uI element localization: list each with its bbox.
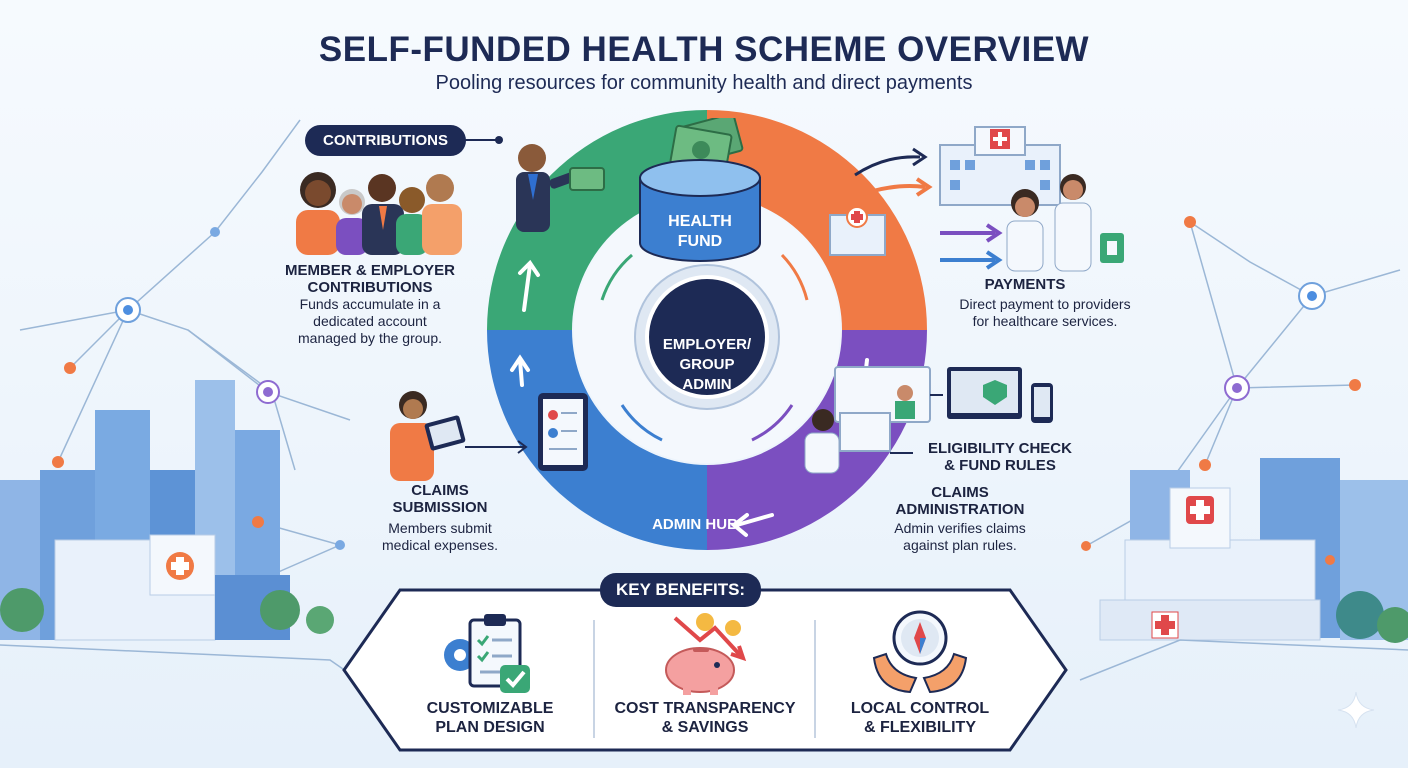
benefit-customizable-label: CUSTOMIZABLE PLAN DESIGN (426, 700, 554, 736)
businessman-icon (516, 144, 605, 232)
compass-hands-icon (872, 610, 968, 694)
claims-submission-description: Members submit medical expenses. (360, 520, 520, 554)
center-label-line1: EMPLOYER/ (662, 336, 752, 353)
center-admin-label: EMPLOYER/ GROUP ADMIN (647, 335, 767, 395)
claims-admin-desc-line1: Admin verifies claims (894, 520, 1026, 536)
left-buildings (0, 380, 334, 641)
eligibility-title-line2: & FUND RULES (944, 457, 1056, 474)
fund-label-line1: HEALTH (668, 213, 732, 230)
page-title: SELF-FUNDED HEALTH SCHEME OVERVIEW (318, 30, 1090, 69)
payments-desc-line1: Direct payment to providers (959, 296, 1131, 312)
ring-segment-claims (487, 330, 707, 550)
admin-hub-label: ADMIN HUB (652, 516, 738, 533)
health-fund-label: HEALTH FUND (640, 212, 760, 252)
claims-submission-title: CLAIMS SUBMISSION (370, 482, 510, 516)
claims-admin-description: Admin verifies claims against plan rules… (870, 520, 1050, 554)
claims-admin-title: CLAIMS ADMINISTRATION (880, 484, 1040, 518)
claims-submission-title-line2: SUBMISSION (392, 499, 488, 516)
eligibility-title-line1: ELIGIBILITY CHECK (928, 440, 1072, 457)
contributions-description: Funds accumulate in a dedicated account … (270, 296, 470, 347)
benefit-local-control-label: LOCAL CONTROL & FLEXIBILITY (850, 700, 990, 736)
contributions-connector (465, 136, 503, 144)
claims-admin-desc-line2: against plan rules. (903, 537, 1017, 553)
health-fund-drum-icon (639, 118, 761, 262)
contributions-title: MEMBER & EMPLOYER CONTRIBUTIONS (270, 262, 470, 296)
providers-illustration (829, 126, 1124, 272)
eligibility-title: ELIGIBILITY CHECK & FUND RULES (920, 440, 1080, 474)
benefits-heading: KEY BENEFITS: (600, 573, 762, 607)
claims-admin-title-line2: ADMINISTRATION (895, 501, 1025, 518)
fund-label-line2: FUND (677, 233, 723, 250)
center-label-line3: ADMIN (682, 376, 732, 393)
contributions-title-line2: CONTRIBUTIONS (307, 279, 433, 296)
payments-description: Direct payment to providers for healthca… (935, 296, 1155, 330)
center-label-line2: GROUP (679, 356, 735, 373)
payments-desc-line2: for healthcare services. (972, 313, 1118, 329)
contributions-desc-line3: managed by the group. (298, 330, 442, 346)
right-buildings (1099, 458, 1408, 643)
ring-segment-payments (707, 110, 927, 330)
contributions-title-line1: MEMBER & EMPLOYER (284, 262, 455, 279)
claims-submission-desc-line1: Members submit (388, 520, 492, 536)
payments-title: PAYMENTS (984, 276, 1066, 293)
claims-submission-title-line1: CLAIMS (411, 482, 469, 499)
contributions-pill: CONTRIBUTIONS (305, 125, 466, 156)
ring-segment-contributions (487, 110, 707, 330)
benefit-cost-label: COST TRANSPARENCY & SAVINGS (614, 700, 796, 736)
contributions-desc-line2: dedicated account (313, 313, 427, 329)
clipboard-gear-icon (444, 614, 530, 693)
contributions-desc-line1: Funds accumulate in a (299, 296, 441, 312)
page-subtitle: Pooling resources for community health a… (435, 72, 973, 94)
claims-submission-desc-line2: medical expenses. (382, 537, 498, 553)
admin-workstation-illustration (804, 366, 1053, 474)
network-nodes (52, 216, 1361, 565)
claims-submission-illustration (390, 391, 588, 481)
piggy-bank-icon (665, 613, 747, 695)
claims-admin-title-line1: CLAIMS (931, 484, 989, 501)
sparkle-icon (1337, 691, 1375, 729)
members-group-icon (296, 172, 462, 255)
